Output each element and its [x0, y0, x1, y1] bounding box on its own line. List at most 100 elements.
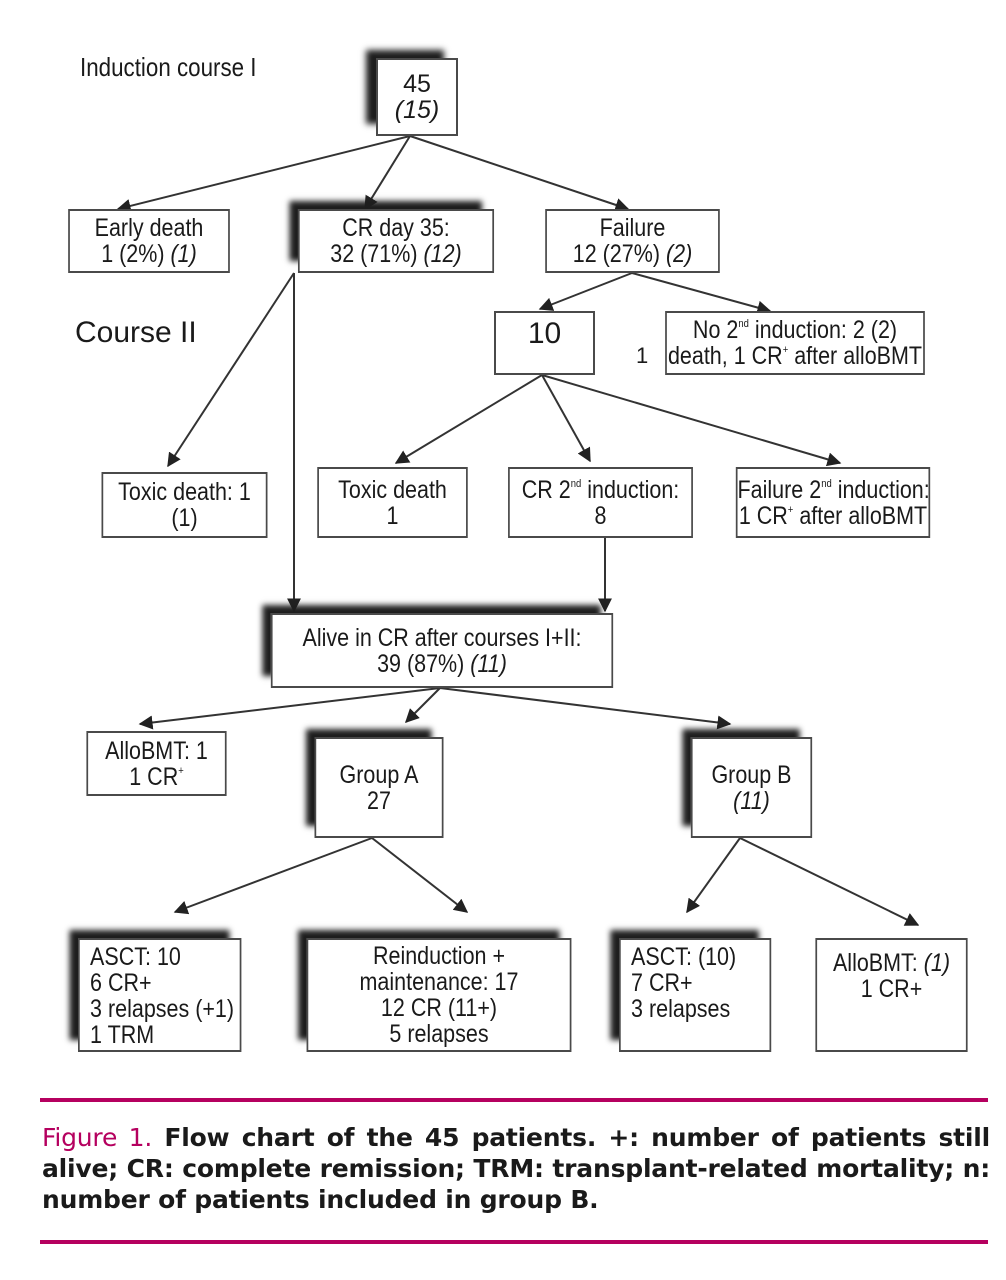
text: 45 — [403, 70, 431, 98]
italic-count: (12) — [423, 240, 462, 268]
text: 1 CR+ — [860, 975, 923, 1003]
node-text-line: Group B — [693, 762, 811, 788]
node-group-b: Group B(11) — [690, 737, 813, 838]
node-cr-second-induction: CR 2nd induction: 8 — [508, 467, 693, 538]
course-two-label: Course II — [75, 316, 197, 349]
text: ASCT: 10 — [90, 943, 181, 971]
text: 32 (71%) — [330, 240, 424, 268]
arrow-alive_in_cr-to-group_b — [439, 687, 732, 730]
connector-layer — [116, 135, 920, 926]
arrow-failure-to-no_second_induction — [631, 272, 772, 315]
node-text-line: Toxic death — [319, 477, 466, 503]
text: 1 CR — [129, 762, 179, 791]
arrow-group_a-to-asct_group_a — [173, 837, 373, 915]
arrow-alive_in_cr-to-group_a — [405, 687, 441, 723]
text: after alloBMT — [788, 342, 923, 370]
text: 12 CR (11+) — [380, 994, 498, 1022]
node-text-line: Group A — [316, 762, 442, 788]
node-text-line: 3 relapses — [631, 996, 769, 1022]
text: death, 1 CR — [667, 342, 783, 370]
text: Failure — [599, 214, 666, 242]
node-text-line: 12 CR (11+) — [308, 995, 569, 1021]
arrow-root-to-failure — [409, 135, 630, 212]
node-text-line: Failure — [547, 215, 718, 241]
caption-text: Flow chart of the 45 patients. +: number… — [42, 1123, 990, 1214]
node-allobmt-one: AlloBMT: 1 1 CR+ — [86, 731, 227, 796]
superscript: nd — [821, 477, 832, 490]
node-failure-second-induction: Failure 2nd induction: 1 CR+ after alloB… — [735, 467, 931, 538]
text: induction: — [831, 475, 930, 504]
text: 1 — [386, 501, 399, 530]
node-text-line: 1 — [319, 503, 466, 529]
node-text-line: 5 relapses — [308, 1021, 569, 1047]
text: Toxic death: 1 — [118, 478, 251, 506]
node-text-line: 27 — [316, 788, 442, 814]
text: induction: 2 (2) — [748, 316, 898, 344]
node-text-line: Alive in CR after courses I+II: — [273, 625, 612, 651]
figure-caption: Figure 1. Flow chart of the 45 patients.… — [42, 1122, 990, 1215]
node-text-line: ASCT: (10) — [631, 944, 769, 970]
node-cr-day35: CR day 35:32 (71%) (12) — [297, 209, 495, 273]
node-text-line: AlloBMT: (1) — [817, 950, 966, 976]
italic-count: (1) — [170, 240, 197, 268]
arrow-group_b-to-asct_group_b — [686, 837, 741, 914]
node-text-line: 1 CR+ — [817, 976, 966, 1002]
caption-top-rule — [40, 1098, 988, 1102]
text: 1 CR — [738, 501, 788, 530]
text: AlloBMT: 1 — [105, 736, 208, 765]
node-text-line: (11) — [693, 788, 811, 814]
arrow-alive_in_cr-to-allobmt_one — [138, 687, 441, 730]
node-allobmt-group-b: AlloBMT: (1)1 CR+ — [815, 938, 968, 1052]
superscript: + — [787, 503, 794, 516]
arrow-ten-to-cr_second_induction — [541, 374, 591, 463]
italic-count: (1) — [923, 949, 951, 977]
text: Group B — [711, 760, 792, 789]
text: 1 TRM — [90, 1021, 155, 1049]
text: Toxic death — [338, 475, 447, 504]
node-text-line: ASCT: 10 — [90, 944, 240, 970]
text: ASCT: (10) — [631, 943, 737, 971]
node-text-line: 45 — [378, 71, 456, 97]
text: (1) — [171, 504, 198, 532]
arrow-failure-to-ten — [538, 272, 633, 311]
arrow-ten-to-failure_second_induction — [541, 374, 842, 467]
text: 5 relapses — [389, 1020, 489, 1048]
text: 27 — [367, 786, 391, 815]
arrow-group_b-to-allobmt_group_b — [739, 837, 920, 926]
node-text-line: 12 (27%) (2) — [547, 241, 718, 267]
stray-mark: 1 — [636, 343, 649, 368]
node-alive-in-cr: Alive in CR after courses I+II:39 (87%) … — [270, 613, 614, 688]
superscript: + — [178, 764, 184, 777]
text: after alloBMT — [793, 501, 928, 530]
induction-course-label: Induction course I — [80, 52, 257, 82]
node-text-line: Toxic death: 1 — [103, 479, 266, 505]
caption-bottom-rule — [40, 1240, 988, 1244]
superscript: nd — [570, 477, 582, 490]
node-asct-group-b: ASCT: (10)7 CR+3 relapses — [619, 938, 772, 1052]
node-text-line: 7 CR+ — [631, 970, 769, 996]
superscript: nd — [738, 318, 749, 330]
text: 6 CR+ — [90, 969, 152, 997]
flow-chart: Induction course I Course II 1 45(15) Ea… — [68, 52, 968, 1052]
text: 7 CR+ — [631, 969, 693, 997]
text: 10 — [527, 317, 562, 350]
figure-label: Figure 1. — [42, 1123, 153, 1152]
arrow-ten-to-toxic_death_course2 — [394, 374, 543, 464]
node-text-line: 32 (71%) (12) — [300, 241, 493, 267]
text: AlloBMT: — [832, 949, 924, 977]
node-text-line: 10 — [496, 319, 593, 349]
text: 3 relapses — [631, 995, 731, 1023]
superscript: + — [782, 344, 789, 356]
node-no-second-induction: No 2nd induction: 2 (2) death, 1 CR+ aft… — [665, 311, 925, 375]
node-text-line: 6 CR+ — [90, 970, 240, 996]
node-text-line: Early death — [70, 215, 228, 241]
node-text-line: CR day 35: — [300, 215, 493, 241]
text: induction: — [581, 475, 680, 504]
text: Failure 2 — [737, 475, 822, 504]
node-text-line: 1 TRM — [90, 1022, 240, 1048]
